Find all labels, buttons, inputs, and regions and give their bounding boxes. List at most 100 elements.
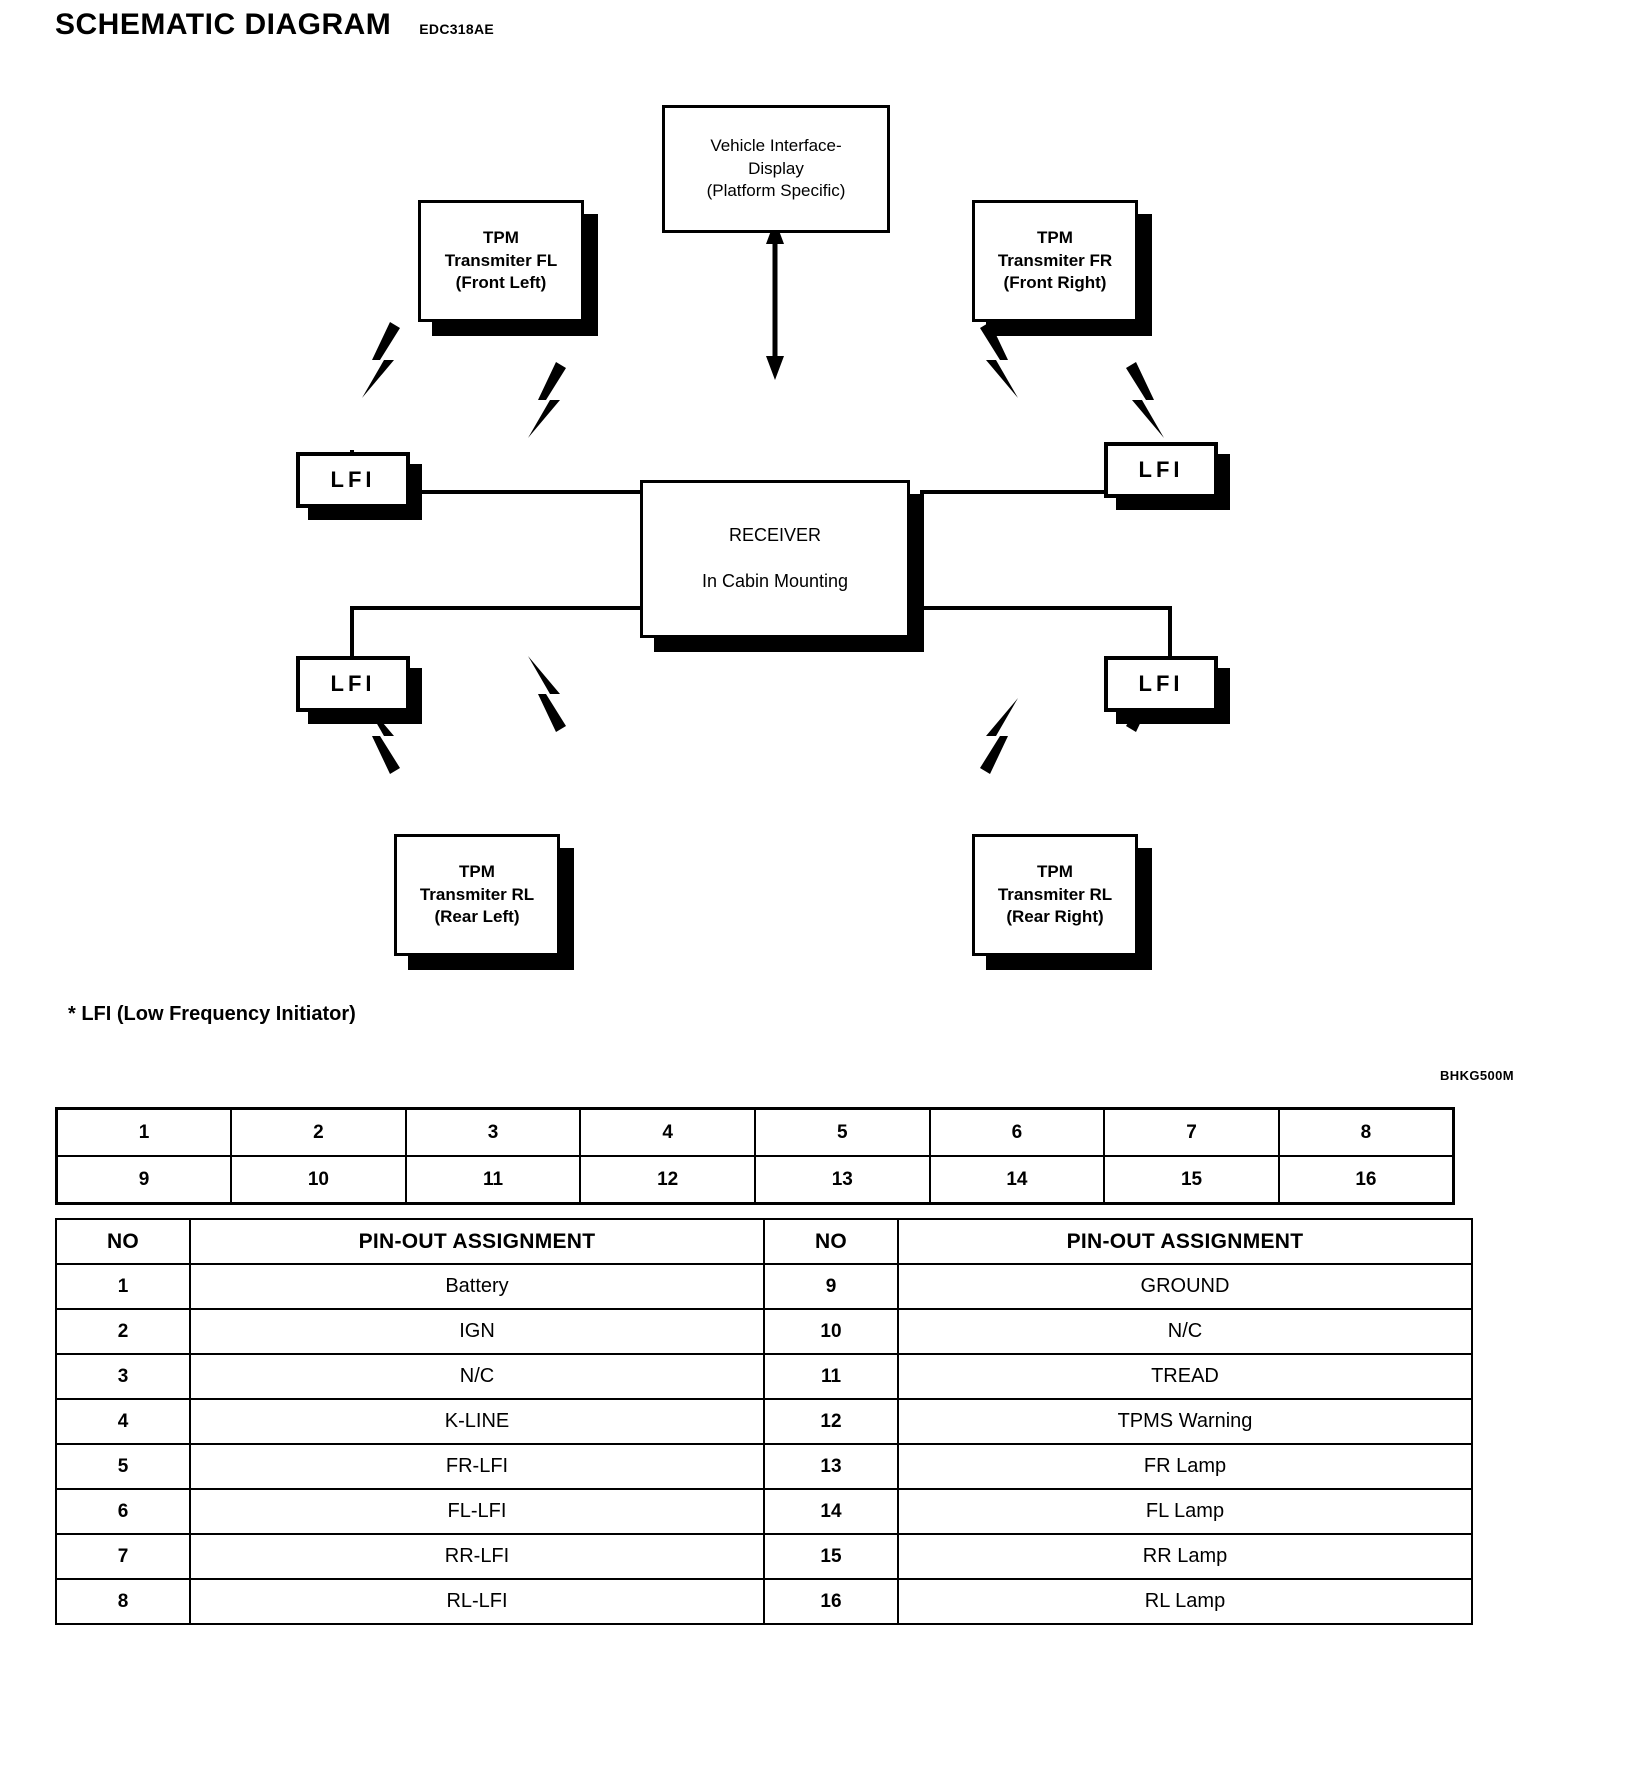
rf-bolt-rl-a bbox=[362, 698, 400, 774]
rf-bolt-fl-a bbox=[362, 322, 400, 398]
tpm-fr-line-2: Transmiter FR bbox=[997, 250, 1113, 270]
pin-cell-5: 5 bbox=[754, 1107, 931, 1157]
rf-bolt-rl-b bbox=[528, 656, 566, 732]
table-row: 3 N/C 11 TREAD bbox=[55, 1353, 1473, 1400]
pinout-assignment-table: NO PIN-OUT ASSIGNMENT NO PIN-OUT ASSIGNM… bbox=[55, 1218, 1473, 1625]
pinout-no-4: 4 bbox=[55, 1398, 191, 1445]
wire-lfi-rear-right bbox=[920, 606, 1172, 656]
display-line-3: (Platform Specific) bbox=[706, 181, 846, 201]
pin-grid-row-top: 1 2 3 4 5 6 7 8 bbox=[55, 1107, 1455, 1157]
lfi-rear-left-box[interactable]: LFI bbox=[296, 656, 410, 712]
rf-bolt-fr-a bbox=[980, 322, 1018, 398]
table-row: 8 RL-LFI 16 RL Lamp bbox=[55, 1578, 1473, 1625]
pinout-no-3: 3 bbox=[55, 1353, 191, 1400]
pinout-no-5: 5 bbox=[55, 1443, 191, 1490]
tpm-fl-line-1: TPM bbox=[483, 228, 519, 248]
pinout-header-no-right: NO bbox=[763, 1218, 899, 1265]
pinout-no-13: 13 bbox=[763, 1443, 899, 1490]
tpm-rl-line-3: (Rear Left) bbox=[434, 907, 520, 927]
pinout-no-16: 16 bbox=[763, 1578, 899, 1625]
pinout-no-11: 11 bbox=[763, 1353, 899, 1400]
tpm-transmitter-rr-box[interactable]: TPM Transmiter RL (Rear Right) bbox=[972, 834, 1138, 956]
pinout-val-1: Battery bbox=[189, 1263, 765, 1310]
pin-cell-11: 11 bbox=[404, 1155, 582, 1205]
pinout-val-4: K-LINE bbox=[189, 1398, 765, 1445]
tpm-transmitter-fl-box[interactable]: TPM Transmiter FL (Front Left) bbox=[418, 200, 584, 322]
lfi-footnote: * LFI (Low Frequency Initiator) bbox=[68, 1003, 356, 1025]
lfi-front-left-box[interactable]: LFI bbox=[296, 452, 410, 508]
display-line-2: Display bbox=[748, 158, 804, 178]
pin-cell-14: 14 bbox=[928, 1155, 1106, 1205]
pin-cell-3: 3 bbox=[404, 1107, 582, 1157]
pin-cell-9: 9 bbox=[55, 1155, 233, 1205]
pin-cell-6: 6 bbox=[928, 1107, 1106, 1157]
pin-cell-16: 16 bbox=[1277, 1155, 1455, 1205]
pin-cell-1: 1 bbox=[55, 1107, 233, 1157]
reference-code: BHKG500M bbox=[1440, 1068, 1514, 1083]
pinout-val-5: FR-LFI bbox=[189, 1443, 765, 1490]
pinout-val-13: FR Lamp bbox=[897, 1443, 1473, 1490]
pinout-val-14: FL Lamp bbox=[897, 1488, 1473, 1535]
pin-cell-7: 7 bbox=[1103, 1107, 1280, 1157]
lfi-front-right-box[interactable]: LFI bbox=[1104, 442, 1218, 498]
rf-bolt-rr-a bbox=[980, 698, 1018, 774]
document-code: EDC318AE bbox=[419, 21, 495, 37]
pin-cell-12: 12 bbox=[579, 1155, 756, 1205]
wire-lfi-rear-left bbox=[350, 606, 640, 656]
receiver-line-2: In Cabin Mounting bbox=[701, 571, 849, 591]
pin-cell-10: 10 bbox=[230, 1155, 407, 1205]
tpm-rl-line-1: TPM bbox=[459, 862, 495, 882]
vehicle-interface-display-box[interactable]: Vehicle Interface- Display (Platform Spe… bbox=[662, 105, 890, 233]
page-title: SCHEMATIC DIAGRAM bbox=[55, 8, 392, 41]
rf-bolt-fl-b bbox=[528, 362, 566, 438]
table-row: 6 FL-LFI 14 FL Lamp bbox=[55, 1488, 1473, 1535]
pinout-val-15: RR Lamp bbox=[897, 1533, 1473, 1580]
tpm-rl-line-2: Transmiter RL bbox=[419, 884, 535, 904]
tpm-fl-line-3: (Front Left) bbox=[455, 273, 547, 293]
pinout-no-14: 14 bbox=[763, 1488, 899, 1535]
display-line-1: Vehicle Interface- bbox=[710, 136, 842, 156]
table-row: 1 Battery 9 GROUND bbox=[55, 1263, 1473, 1310]
pinout-no-1: 1 bbox=[55, 1263, 191, 1310]
pinout-header-no-left: NO bbox=[55, 1218, 191, 1265]
pinout-val-6: FL-LFI bbox=[189, 1488, 765, 1535]
table-row: 5 FR-LFI 13 FR Lamp bbox=[55, 1443, 1473, 1490]
pinout-no-9: 9 bbox=[763, 1263, 899, 1310]
pinout-no-12: 12 bbox=[763, 1398, 899, 1445]
pinout-val-2: IGN bbox=[189, 1308, 765, 1355]
table-row: 4 K-LINE 12 TPMS Warning bbox=[55, 1398, 1473, 1445]
tpm-transmitter-fr-box[interactable]: TPM Transmiter FR (Front Right) bbox=[972, 200, 1138, 322]
pinout-val-7: RR-LFI bbox=[189, 1533, 765, 1580]
lfi-rear-right-box[interactable]: LFI bbox=[1104, 656, 1218, 712]
lfi-front-left-label: LFI bbox=[330, 467, 376, 493]
pinout-val-11: TREAD bbox=[897, 1353, 1473, 1400]
table-row: 7 RR-LFI 15 RR Lamp bbox=[55, 1533, 1473, 1580]
tpm-rr-line-3: (Rear Right) bbox=[1006, 907, 1104, 927]
pinout-val-9: GROUND bbox=[897, 1263, 1473, 1310]
pinout-no-10: 10 bbox=[763, 1308, 899, 1355]
lfi-rear-right-label: LFI bbox=[1138, 671, 1184, 697]
receiver-box[interactable]: RECEIVER In Cabin Mounting bbox=[640, 480, 910, 638]
pinout-val-10: N/C bbox=[897, 1308, 1473, 1355]
pin-grid-row-bottom: 9 10 11 12 13 14 15 16 bbox=[55, 1155, 1455, 1205]
table-row: 2 IGN 10 N/C bbox=[55, 1308, 1473, 1355]
pin-cell-4: 4 bbox=[579, 1107, 756, 1157]
receiver-display-arrow bbox=[766, 220, 784, 380]
pinout-no-6: 6 bbox=[55, 1488, 191, 1535]
pinout-no-2: 2 bbox=[55, 1308, 191, 1355]
pinout-header-val-right: PIN-OUT ASSIGNMENT bbox=[897, 1218, 1473, 1265]
pin-cell-2: 2 bbox=[230, 1107, 407, 1157]
tpm-rr-line-2: Transmiter RL bbox=[997, 884, 1113, 904]
pinout-val-3: N/C bbox=[189, 1353, 765, 1400]
schematic-diagram: Vehicle Interface- Display (Platform Spe… bbox=[0, 60, 1632, 956]
pinout-header-row: NO PIN-OUT ASSIGNMENT NO PIN-OUT ASSIGNM… bbox=[55, 1218, 1473, 1265]
pinout-no-7: 7 bbox=[55, 1533, 191, 1580]
pinout-val-16: RL Lamp bbox=[897, 1578, 1473, 1625]
lfi-rear-left-label: LFI bbox=[330, 671, 376, 697]
tpm-fr-line-3: (Front Right) bbox=[1003, 273, 1107, 293]
tpm-fr-line-1: TPM bbox=[1037, 228, 1073, 248]
pin-cell-8: 8 bbox=[1277, 1107, 1455, 1157]
pinout-no-15: 15 bbox=[763, 1533, 899, 1580]
tpm-transmitter-rl-box[interactable]: TPM Transmiter RL (Rear Left) bbox=[394, 834, 560, 956]
pin-cell-15: 15 bbox=[1103, 1155, 1280, 1205]
